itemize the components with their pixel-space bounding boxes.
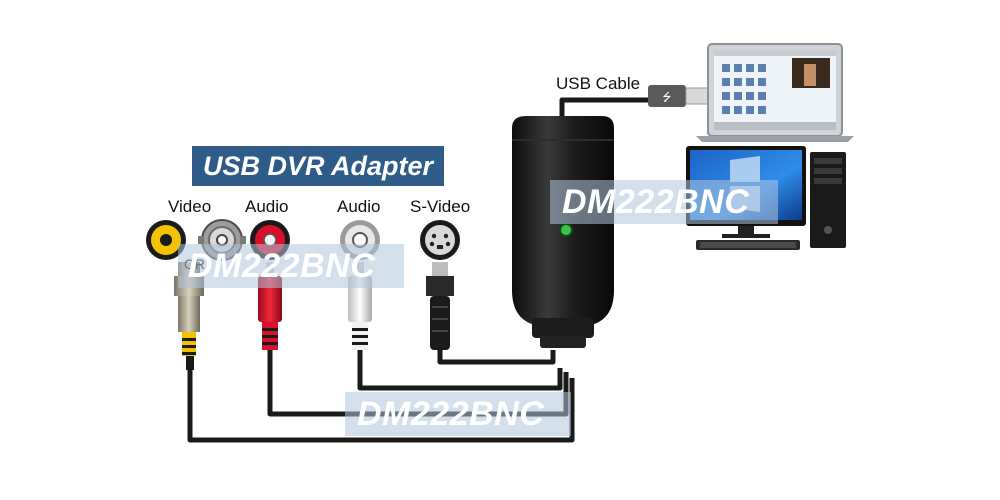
usb-cable: [559, 97, 652, 120]
s-video-label: S-Video: [410, 197, 471, 216]
video-label: Video: [168, 197, 212, 216]
status-led: [559, 223, 573, 237]
watermark: DM222BNC: [345, 392, 571, 436]
video-cable: [187, 370, 575, 443]
tower-pc: [810, 152, 846, 248]
usb-cable-label: USB Cable: [556, 74, 641, 93]
audio-right-cable: [357, 350, 563, 391]
title-badge: USB DVR Adapter: [192, 146, 444, 186]
watermark-text: DM222BNC: [188, 247, 376, 285]
dvr-adapter-body: [512, 116, 614, 348]
diagram-title: USB DVR Adapter: [202, 151, 434, 181]
s-video-jack: [420, 220, 460, 260]
video-jack: [146, 220, 186, 260]
audio-right-label: Audio: [337, 197, 381, 216]
watermark: DM222BNC: [550, 180, 778, 224]
s-video-plug: [426, 262, 454, 350]
laptop: [696, 43, 854, 142]
audio-left-label: Audio: [245, 197, 289, 216]
watermark: DM222BNC: [178, 244, 404, 288]
svg-text:⭍: ⭍: [662, 91, 671, 104]
keyboard: [696, 240, 800, 250]
s-video-cable: [437, 350, 556, 365]
watermark-text: DM222BNC: [562, 183, 750, 221]
watermark-text: DM222BNC: [357, 395, 545, 433]
usb-plug: ⭍: [648, 85, 709, 107]
